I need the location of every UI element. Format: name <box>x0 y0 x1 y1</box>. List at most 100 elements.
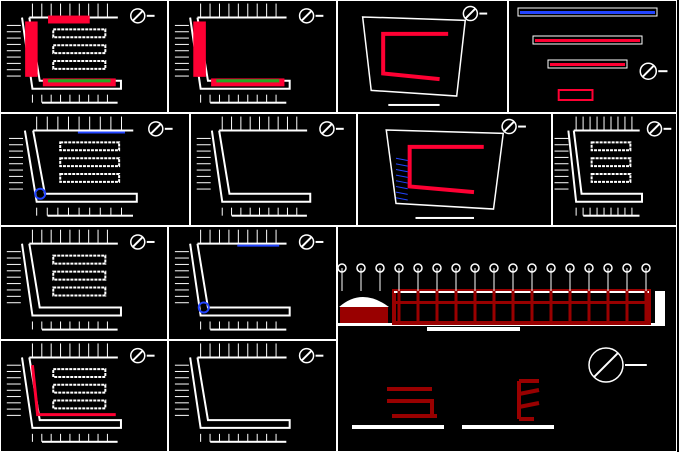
title-bar <box>42 328 118 331</box>
panel-frame <box>357 113 552 226</box>
grid-bubble <box>470 263 480 273</box>
grid-bubble <box>603 263 613 273</box>
section-b <box>517 379 540 421</box>
column <box>625 291 629 323</box>
north-slash <box>648 123 661 135</box>
building-wing <box>381 31 449 82</box>
north-slash <box>503 120 515 133</box>
building-wing <box>407 144 484 195</box>
room-block <box>48 15 90 24</box>
building-outline <box>189 356 291 429</box>
parking-row <box>52 368 107 378</box>
north-slash <box>150 123 162 135</box>
north-circle <box>148 121 164 137</box>
column <box>416 291 420 323</box>
column <box>435 291 439 323</box>
elevation-strip <box>547 59 628 69</box>
panel-plan-11 <box>168 340 337 452</box>
panel-plan-9 <box>168 226 337 340</box>
title-bar <box>583 214 640 217</box>
title-bar <box>42 101 118 104</box>
dome-structure <box>340 307 388 323</box>
north-circle <box>501 118 517 135</box>
north-slash <box>300 10 313 22</box>
blue-hatch <box>395 174 408 178</box>
blue-circle <box>197 301 210 314</box>
title-bar <box>352 425 444 429</box>
parking-row <box>52 44 107 55</box>
north-circle <box>130 347 146 364</box>
panel-elevations-1 <box>508 0 677 113</box>
elevation-band <box>550 63 625 66</box>
grid-bubble <box>432 263 442 273</box>
column <box>587 291 591 323</box>
column <box>606 291 610 323</box>
grid-bubble <box>356 263 366 273</box>
north-arrow-icon <box>130 8 155 24</box>
north-arrow-icon <box>148 121 173 137</box>
building-outline <box>189 242 291 317</box>
north-circle <box>130 234 146 250</box>
blue-hatch <box>395 157 408 161</box>
parking-row <box>590 157 632 168</box>
north-arrow-icon <box>130 347 155 364</box>
grid-bubble <box>508 263 518 273</box>
north-circle <box>298 8 315 24</box>
garden-strip <box>48 79 111 83</box>
column <box>492 291 496 323</box>
north-arrow-icon <box>646 121 672 137</box>
grid-bubble <box>413 263 423 273</box>
north-arrow-icon <box>298 234 324 250</box>
garden-strip <box>216 79 280 83</box>
panel-frame <box>552 113 677 226</box>
roof-line <box>394 291 649 293</box>
panel-frame <box>168 226 337 340</box>
panel-frame <box>508 0 677 113</box>
north-slash <box>593 352 619 378</box>
blue-hatch <box>395 191 408 195</box>
panel-plan-6 <box>357 113 552 226</box>
panel-frame <box>0 226 168 340</box>
blue-hatch <box>395 185 408 190</box>
north-arrow-icon <box>298 347 324 364</box>
parking-row <box>52 383 107 394</box>
title-bar <box>42 440 118 443</box>
building-outline <box>567 129 643 203</box>
north-slash <box>300 236 313 248</box>
north-arrow-icon <box>588 347 647 383</box>
column <box>473 291 477 323</box>
room-block <box>25 21 38 77</box>
north-circle <box>646 121 663 137</box>
north-circle <box>298 347 315 364</box>
grid-bubble <box>394 263 404 273</box>
grid-bubble <box>489 263 499 273</box>
column <box>454 291 458 323</box>
panel-plan-7 <box>552 113 677 226</box>
grid-bubble <box>375 263 385 273</box>
site-boundary <box>361 16 467 97</box>
north-circle <box>130 8 146 24</box>
column <box>511 291 515 323</box>
title-bar <box>231 214 307 217</box>
corridor-line <box>30 365 116 417</box>
title-bar <box>415 216 474 219</box>
panel-plan-2 <box>168 0 337 113</box>
building-outline <box>23 129 138 203</box>
north-slash <box>132 236 144 248</box>
north-circle <box>319 121 335 137</box>
parking-row <box>59 157 121 168</box>
north-arrow-icon <box>639 62 668 80</box>
panel-plan-1 <box>0 0 168 113</box>
north-arrow-icon <box>298 8 324 24</box>
north-slash <box>464 7 476 20</box>
panel-frame <box>337 226 677 452</box>
blue-hatch <box>395 163 408 167</box>
north-arrow-icon <box>130 234 155 250</box>
grid-bubble <box>622 263 632 273</box>
dome-roof <box>339 297 389 307</box>
parking-row <box>52 28 107 39</box>
parking-row <box>52 60 107 70</box>
column <box>644 291 648 323</box>
blue-hatch <box>395 169 408 173</box>
elevation-band <box>535 39 640 42</box>
